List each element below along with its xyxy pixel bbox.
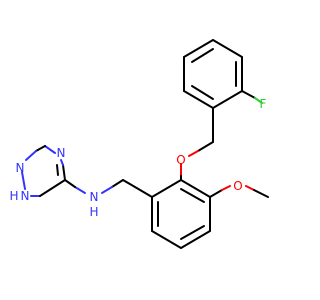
o-methyl-bond-colored — [245, 185, 255, 191]
triazole-nh-nitrogen-label: N — [21, 189, 30, 203]
ether-oxygen-label: O — [176, 153, 185, 167]
o-methyl-bond — [253, 189, 269, 198]
n-triazole-bond — [64, 179, 76, 188]
triazole-n-top-label: N — [57, 146, 66, 160]
ch2-o-bond — [197, 141, 214, 152]
aryl-o-methoxy-bond-colored — [221, 185, 231, 191]
methoxy-oxygen-label: O — [233, 179, 242, 193]
triazole-ring — [21, 145, 66, 197]
triazole-nh-hydrogen-label: H — [9, 189, 18, 203]
molecule-drawing: F O O N H N N N H — [9, 39, 269, 249]
fluorobenzene-ring — [183, 39, 243, 109]
c-f-bond — [241, 90, 256, 99]
aryl-o-methoxy-bond — [209, 189, 223, 198]
ring-ch2-amine-bond — [122, 179, 153, 198]
ch2-n-bond-colored — [101, 186, 113, 194]
triazole-n-left-label: N — [16, 161, 25, 175]
amine-nitrogen-label: N — [90, 190, 99, 204]
ch2-o-bond-colored — [188, 150, 199, 157]
fluorine-atom-label: F — [260, 97, 267, 111]
methoxybenzene-ring — [151, 179, 211, 249]
n-triazole-bond-colored — [74, 186, 86, 194]
ch2-n-bond — [111, 179, 124, 188]
structure-canvas: F O O N H N N N H — [9, 39, 269, 249]
amine-hydrogen-label: H — [89, 205, 98, 219]
c-f-bond-colored — [254, 97, 263, 104]
